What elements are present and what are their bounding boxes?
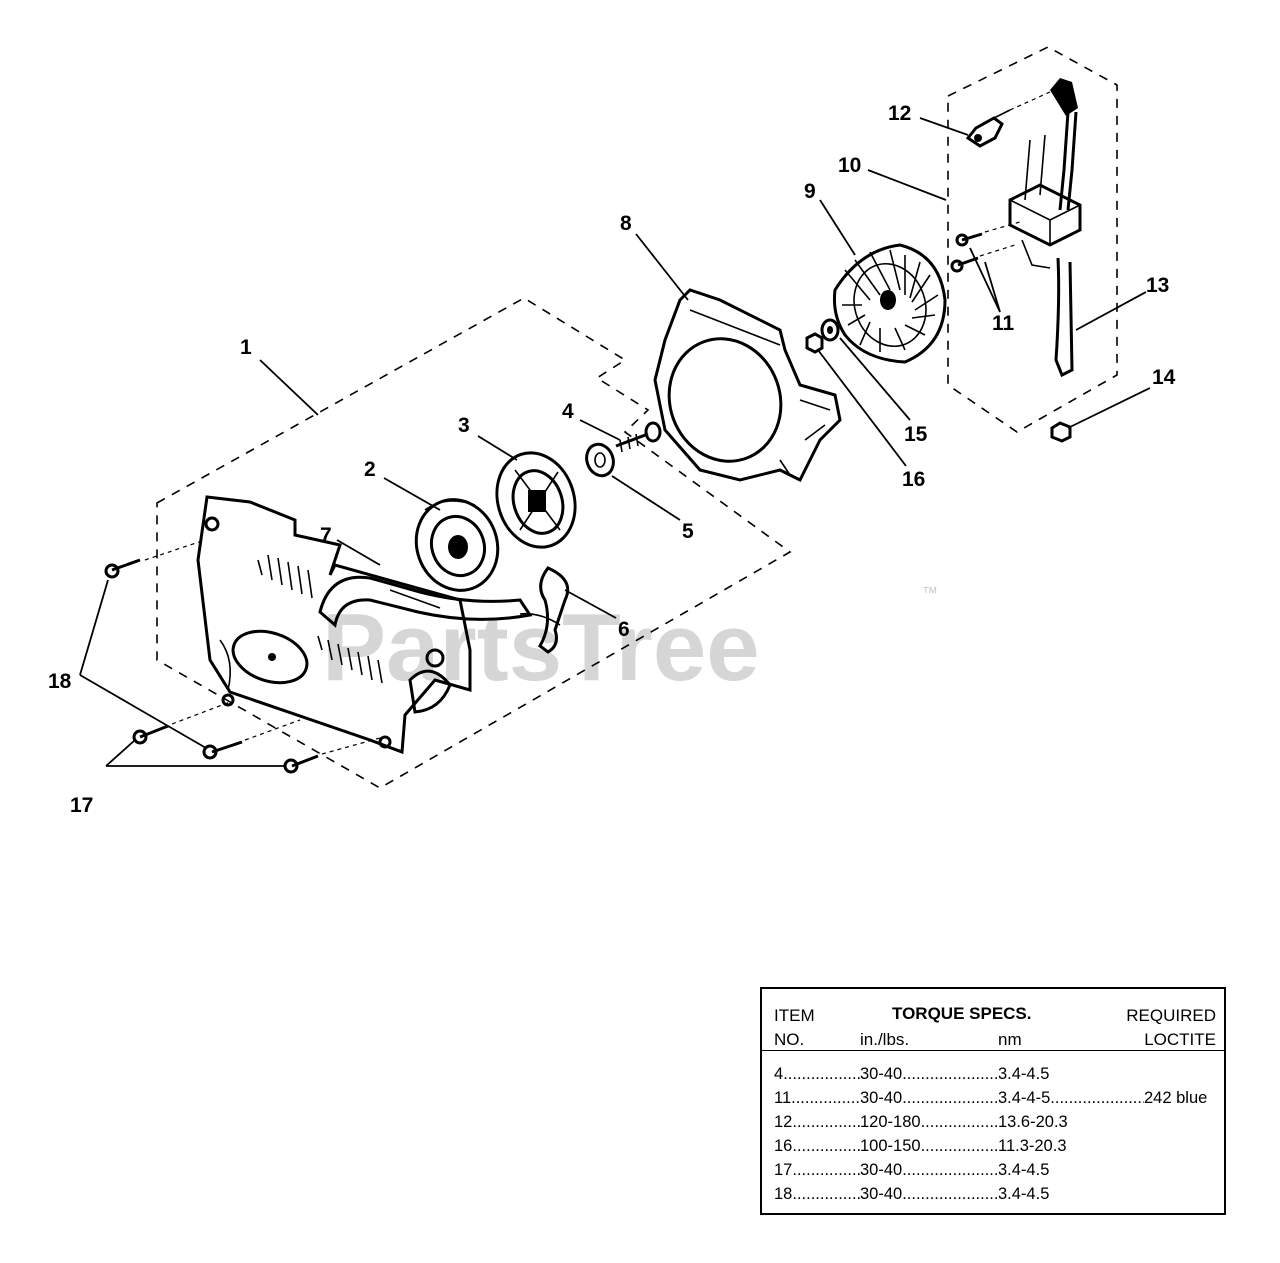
fan-housing: [653, 288, 842, 483]
cell-item: 12: [774, 1113, 793, 1131]
callout-8: 8: [620, 212, 632, 235]
callout-6: 6: [618, 618, 630, 641]
housing-screws: [104, 558, 319, 774]
cell-inlbs: 30-40: [860, 1065, 903, 1083]
header-loctite: LOCTITE: [1144, 1030, 1216, 1049]
starter-housing: [196, 495, 472, 755]
table-row: 12......................................…: [774, 1113, 1068, 1132]
cell-nm: 11.3-20.3: [998, 1137, 1067, 1155]
callout-14: 14: [1152, 366, 1176, 389]
cell-inlbs: 30-40: [860, 1185, 903, 1203]
cell-nm: 3.4-4.5: [998, 1065, 1050, 1083]
cell-nm: 3.4-4.5: [998, 1161, 1050, 1179]
table-row: 18......................................…: [774, 1185, 1049, 1204]
cell-item: 11: [774, 1089, 792, 1107]
washer-item-5: [585, 442, 615, 478]
ignition-module: [1008, 78, 1082, 269]
starter-pulley: [414, 498, 500, 592]
callout-5: 5: [682, 520, 694, 543]
header-inlbs: in./lbs.: [860, 1030, 910, 1049]
screw-item-4: [615, 421, 662, 453]
dot-leader: ........................................…: [792, 1137, 860, 1155]
table-row: 17......................................…: [774, 1161, 1049, 1180]
callout-15: 15: [904, 423, 928, 446]
cell-item: 16: [774, 1137, 793, 1155]
nut-item-16: [805, 332, 824, 354]
cell-item: 18: [774, 1185, 793, 1203]
starter-handle: [318, 575, 533, 628]
dot-leader: ........................................…: [791, 1089, 860, 1107]
dot-leader: ........................................…: [902, 1065, 998, 1083]
leader-lines: [79, 117, 1151, 767]
header-no: NO.: [774, 1030, 805, 1049]
dot-leader: ........................................…: [902, 1185, 998, 1203]
dot-leader: ........................................…: [783, 1065, 860, 1083]
callout-11b: 11: [992, 312, 1015, 335]
table-row: 16......................................…: [774, 1137, 1067, 1156]
cell-inlbs: 120-180: [860, 1113, 921, 1131]
cell-nm: 3.4-4-5: [998, 1089, 1051, 1107]
nut-item-14: [1050, 421, 1072, 443]
alignment-lines: [144, 91, 1051, 755]
callout-11: 12: [888, 102, 911, 125]
cell-item: 17: [774, 1161, 793, 1179]
header-required: REQUIRED: [1126, 1006, 1216, 1025]
callout-7: 7: [320, 524, 332, 547]
torque-spec-table: ITEM NO. TORQUE SPECS. in./lbs. nm REQUI…: [760, 987, 1226, 1215]
cell-item: 4: [774, 1065, 784, 1083]
callout-10: 10: [838, 154, 861, 177]
dot-leader: ........................................…: [792, 1113, 860, 1131]
table-row: 11......................................…: [774, 1089, 1207, 1108]
header-torque: TORQUE SPECS.: [892, 1004, 1032, 1023]
callout-18: 18: [48, 670, 72, 693]
cell-inlbs: 30-40: [860, 1089, 903, 1107]
callout-2: 2: [364, 458, 376, 481]
callout-16: 16: [902, 468, 925, 491]
dot-leader: ........................................…: [902, 1089, 998, 1107]
group-box-starter: [156, 297, 792, 789]
cell-loctite: 242 blue: [1144, 1089, 1208, 1107]
callout-4: 4: [562, 400, 574, 423]
table-row: 4.......................................…: [774, 1065, 1049, 1084]
recoil-spring-cassette: [495, 451, 577, 549]
callout-9: 9: [804, 180, 816, 203]
dot-leader: ........................................…: [792, 1185, 860, 1203]
dot-leader: ........................................…: [792, 1161, 860, 1179]
callout-13: 13: [1146, 274, 1169, 297]
washer-item-15: [820, 318, 840, 342]
cell-nm: 13.6-20.3: [998, 1113, 1068, 1131]
cell-nm: 3.4-4.5: [998, 1185, 1050, 1203]
watermark-trademark: ™: [922, 585, 938, 602]
spark-plug: [965, 109, 1011, 148]
callout-1: 1: [240, 336, 252, 359]
cell-inlbs: 100-150: [860, 1137, 921, 1155]
cell-inlbs: 30-40: [860, 1161, 903, 1179]
header-divider: [762, 1050, 1224, 1051]
lead-wire: [1054, 257, 1074, 378]
dot-leader: ........................................…: [902, 1161, 998, 1179]
callouts: 1 2 3 4 5 6 7 8 9 10 12 11 13 14 15 16 1…: [48, 102, 1176, 817]
dot-leader: ........................................…: [920, 1113, 998, 1131]
dot-leader: ........................................…: [920, 1137, 998, 1155]
header-nm: nm: [998, 1030, 1022, 1049]
header-item: ITEM: [774, 1006, 815, 1025]
callout-17: 17: [70, 794, 93, 817]
dot-leader: ........................................…: [1050, 1089, 1144, 1107]
flywheel: [833, 243, 947, 364]
group-box-ignition: [947, 46, 1118, 433]
callout-3: 3: [458, 414, 470, 437]
